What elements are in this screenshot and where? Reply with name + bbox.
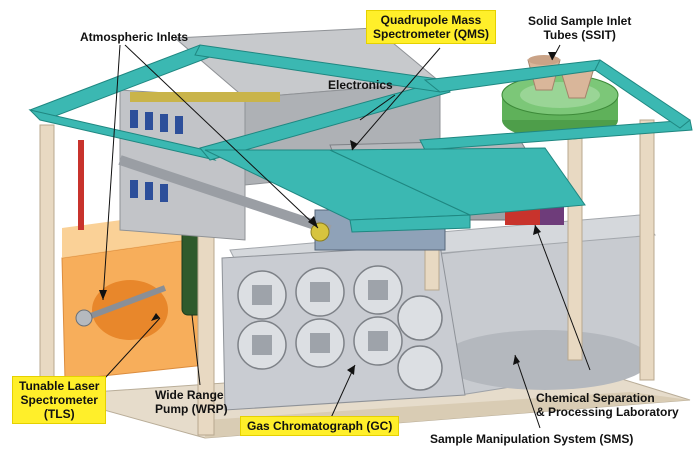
label-sms: Sample Manipulation System (SMS)	[430, 432, 634, 446]
label-cspl: Chemical Separation & Processing Laborat…	[536, 391, 679, 419]
leader-lines	[102, 44, 591, 429]
label-atmospheric-inlets: Atmospheric Inlets	[80, 30, 189, 44]
label-qms-line2: Spectrometer (QMS)	[373, 27, 490, 41]
label-wrp-line2: Pump (WRP)	[155, 402, 228, 416]
label-tls-line2: Spectrometer	[20, 393, 98, 407]
label-electronics: Electronics	[328, 78, 393, 92]
label-tls-line1: Tunable Laser	[19, 379, 100, 393]
label-qms-line1: Quadrupole Mass	[380, 13, 482, 27]
label-tls: Tunable Laser Spectrometer (TLS)	[12, 376, 107, 424]
label-gc: Gas Chromatograph (GC)	[240, 416, 400, 436]
red-pipe	[78, 140, 84, 230]
label-wrp-line1: Wide Range	[155, 388, 224, 402]
leader-arrowheads	[99, 52, 556, 375]
label-tls-line3: (TLS)	[43, 407, 75, 421]
label-cspl-line1: Chemical Separation	[536, 391, 655, 405]
label-ssit: Solid Sample Inlet Tubes (SSIT)	[528, 14, 631, 42]
label-wrp: Wide Range Pump (WRP)	[155, 388, 228, 416]
label-ssit-line2: Tubes (SSIT)	[543, 28, 616, 42]
frame-posts	[39, 99, 655, 436]
label-qms: Quadrupole Mass Spectrometer (QMS)	[366, 10, 497, 44]
label-ssit-line1: Solid Sample Inlet	[528, 14, 632, 28]
label-cspl-line2: & Processing Laboratory	[536, 405, 679, 419]
